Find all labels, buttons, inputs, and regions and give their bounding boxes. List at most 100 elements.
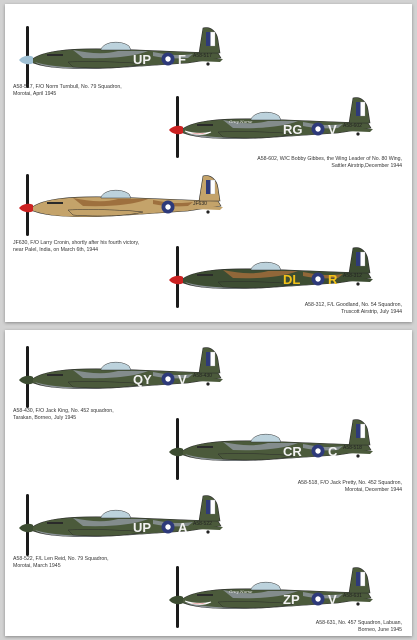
exhaust-stacks	[197, 446, 213, 448]
caption-jf630: JF630, F/O Larry Cronin, shortly after h…	[13, 240, 188, 254]
wing	[217, 453, 294, 461]
fin-flash	[360, 571, 366, 587]
fin-flash	[210, 499, 216, 515]
caption-line: Morotai, March 1945	[13, 563, 61, 569]
tail-wheel	[356, 132, 360, 136]
caption-line: Borneo, June 1945	[358, 627, 402, 633]
tailplane	[343, 128, 373, 132]
tailplane	[343, 450, 373, 454]
caption-a58-518: A58-518, F/O Jack Pretty, No. 452 Squadr…	[227, 480, 402, 494]
serial-number: A58-602	[343, 123, 362, 129]
spinner	[169, 125, 183, 135]
camo-blotch	[223, 590, 298, 599]
camo-blotch	[223, 270, 298, 279]
canopy	[250, 433, 282, 443]
camo-blotch	[223, 120, 298, 129]
profile-sheet-2: QY V A58-430 A58-430, F/O Jack King, No. 4…	[5, 330, 412, 636]
aircraft-letter: F	[178, 52, 186, 67]
caption-a58-602: A58-602, W/C Bobby Gibbes, the Wing Lead…	[227, 156, 402, 170]
spinner	[169, 275, 183, 285]
fin-flash	[206, 180, 211, 194]
squadron-code: ZP	[283, 592, 300, 607]
fin-flash	[356, 424, 361, 438]
caption-a58-522: A58-522, F/L Len Reid, No. 79 Squadron, …	[13, 556, 188, 570]
fin-flash	[356, 102, 361, 116]
tailplane	[193, 378, 223, 382]
caption-line: A58-522, F/L Len Reid, No. 79 Squadron,	[13, 556, 109, 562]
squadron-code: CR	[283, 444, 302, 459]
spitfire-profile-a58-517: UP F A58-517	[13, 22, 243, 92]
roundel-center	[315, 596, 321, 602]
caption-line: Tarakan, Borneo, July 1945	[13, 415, 77, 421]
camo-blotch	[73, 198, 148, 207]
caption-line: JF630, F/O Larry Cronin, shortly after h…	[13, 240, 140, 246]
caption-line: A58-631, No. 457 Squadron, Labuan,	[315, 620, 402, 626]
caption-a58-517: A58-517, F/O Norm Turnbull, No. 79 Squad…	[13, 84, 188, 98]
roundel-center	[165, 204, 171, 210]
caption-line: Truscott Airstrip, July 1944	[341, 309, 402, 315]
tail-wheel	[206, 382, 210, 386]
wing	[217, 131, 294, 139]
tail-wheel	[206, 210, 210, 214]
roundel-center	[165, 376, 171, 382]
spinner	[19, 203, 33, 213]
roundel-center	[165, 524, 171, 530]
tailplane	[193, 58, 223, 62]
fin-flash	[206, 32, 211, 46]
squadron-code: UP	[133, 52, 151, 67]
camo-blotch	[73, 518, 148, 527]
caption-line: A58-312, F/L Goodland, No. 54 Squadron,	[304, 302, 402, 308]
tail-wheel	[356, 282, 360, 286]
canopy	[100, 41, 132, 51]
fin-flash	[356, 252, 361, 266]
exhaust-stacks	[197, 124, 213, 126]
spitfire-drawing: JF630	[19, 174, 223, 236]
spitfire-profile-a58-430: QY V A58-430	[13, 342, 243, 412]
caption-a58-430: A58-430, F/O Jack King, No. 452 squadron…	[13, 408, 188, 422]
spinner	[19, 375, 33, 385]
aircraft-letter: V	[328, 122, 337, 137]
camo-blotch	[73, 370, 148, 379]
serial-number: A58-522	[193, 521, 212, 527]
serial-number: A58-430	[193, 373, 212, 379]
aircraft-letter: R	[328, 272, 338, 287]
tailplane	[193, 526, 223, 530]
caption-line: Sattler Airstrip,December 1944	[331, 163, 402, 169]
roundel-center	[315, 276, 321, 282]
wing	[67, 209, 144, 217]
spitfire-drawing: QY V A58-430	[19, 346, 223, 408]
wing	[67, 381, 144, 389]
serial-number: A58-517	[193, 53, 212, 59]
exhaust-stacks	[47, 54, 63, 56]
wing	[217, 281, 294, 289]
squadron-code: QY	[133, 372, 152, 387]
wing	[67, 529, 144, 537]
camo-blotch	[223, 442, 298, 451]
tail-wheel	[356, 454, 360, 458]
canopy	[250, 111, 282, 121]
spitfire-drawing: UP F A58-517	[19, 26, 223, 88]
fin-flash	[360, 251, 366, 267]
wing	[217, 601, 294, 609]
fin-flash	[360, 423, 366, 439]
roundel-center	[165, 56, 171, 62]
sharkmouth	[184, 130, 212, 135]
tailplane	[343, 278, 373, 282]
squadron-code: DL	[283, 272, 300, 287]
tailplane	[343, 598, 373, 602]
serial-number: A58-631	[343, 593, 362, 599]
caption-a58-631: A58-631, No. 457 Squadron, Labuan, Borne…	[227, 620, 402, 634]
roundel-center	[315, 126, 321, 132]
aircraft-letter: V	[178, 372, 187, 387]
serial-number: A58-518	[343, 445, 362, 451]
